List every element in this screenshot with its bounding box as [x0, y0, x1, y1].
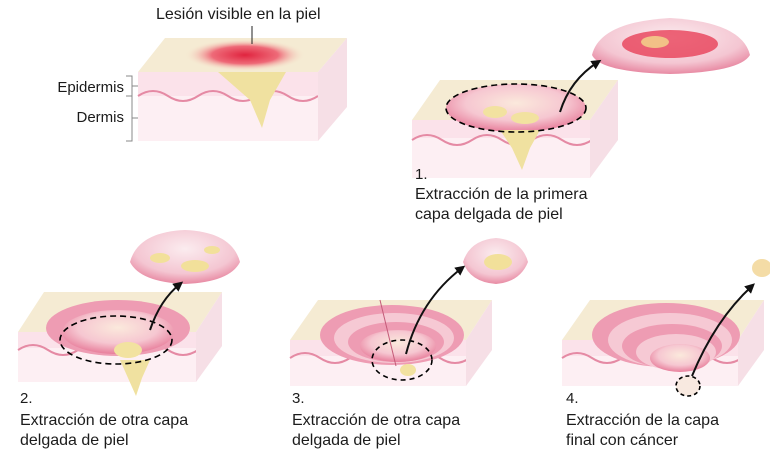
removed-layer-1	[592, 18, 750, 74]
step-text-line1: Extracción de otra capa	[292, 412, 460, 430]
visible-lesion	[185, 39, 305, 71]
step-text-line2: capa delgada de piel	[415, 206, 563, 224]
step-text-line1: Extracción de la capa	[566, 412, 719, 430]
step-text-line2: delgada de piel	[20, 432, 129, 450]
step-text-line1: Extracción de otra capa	[20, 412, 188, 430]
skin-block-initial	[126, 26, 347, 141]
removed-layer-3	[463, 238, 528, 284]
step-text-line2: final con cáncer	[566, 432, 678, 450]
removed-layer-2	[130, 230, 240, 284]
step-number: 3.	[292, 390, 305, 408]
step-number: 1.	[415, 166, 428, 184]
skin-block-step-3	[290, 268, 492, 386]
excision-outline-4	[676, 376, 700, 396]
lesion-label: Lesión visible en la piel	[156, 6, 321, 24]
step-text-line1: Extracción de la primera	[415, 186, 588, 204]
step-text-line2: delgada de piel	[292, 432, 401, 450]
removed-layer-4	[752, 259, 770, 277]
skin-block-step-1	[412, 62, 618, 178]
step-number: 4.	[566, 390, 579, 408]
skin-block-step-4	[562, 286, 764, 396]
epidermis-label: Epidermis	[40, 79, 124, 97]
step-number: 2.	[20, 390, 33, 408]
skin-block-step-2	[18, 284, 222, 396]
dermis-label: Dermis	[40, 109, 124, 127]
